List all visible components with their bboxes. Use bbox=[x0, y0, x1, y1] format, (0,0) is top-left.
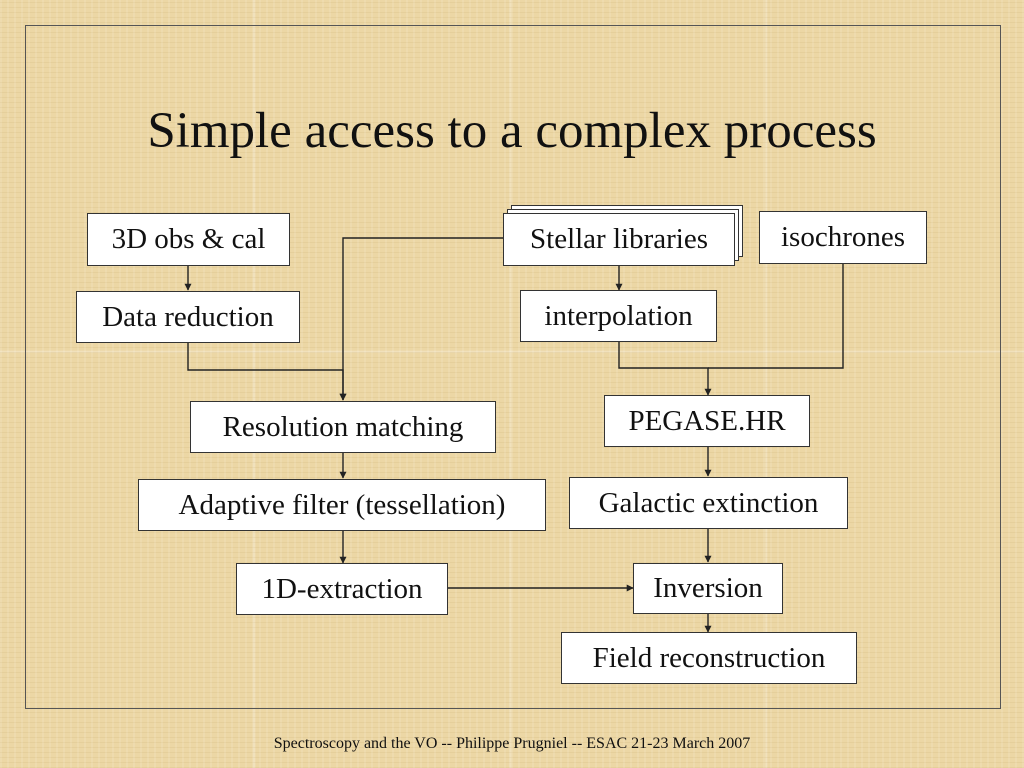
node-1d-extraction: 1D-extraction bbox=[236, 563, 448, 615]
node-stellar-libraries: Stellar libraries bbox=[503, 213, 735, 266]
arrow-stellar-to-resolution bbox=[339, 237, 503, 401]
node-pegase-hr: PEGASE.HR bbox=[604, 395, 810, 447]
slide-frame bbox=[25, 25, 1001, 709]
slide-title: Simple access to a complex process bbox=[147, 103, 877, 159]
node-isochrones: isochrones bbox=[759, 211, 927, 264]
node-field-reconstruction: Field reconstruction bbox=[561, 632, 857, 684]
node-galactic-extinction: Galactic extinction bbox=[569, 477, 848, 529]
arrow-interpolation-to-pegase bbox=[618, 342, 712, 396]
arrow-reduction-to-resolution bbox=[187, 342, 347, 401]
node-3d-obs-cal: 3D obs & cal bbox=[87, 213, 290, 266]
node-resolution-matching: Resolution matching bbox=[190, 401, 496, 453]
slide-footer: Spectroscopy and the VO -- Philippe Prug… bbox=[273, 735, 751, 752]
node-inversion: Inversion bbox=[633, 563, 783, 614]
node-adaptive-filter: Adaptive filter (tessellation) bbox=[138, 479, 546, 531]
arrow-isochrones-to-pegase bbox=[708, 264, 844, 369]
node-interpolation: interpolation bbox=[520, 290, 717, 342]
node-data-reduction: Data reduction bbox=[76, 291, 300, 343]
